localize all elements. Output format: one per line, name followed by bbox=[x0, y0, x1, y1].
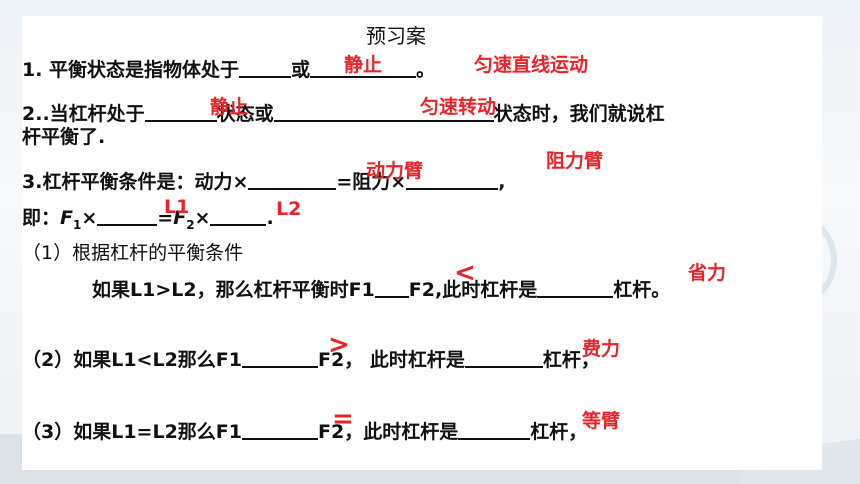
p1-answer-1: < bbox=[454, 258, 476, 288]
part-1-line: 如果L1>L2，那么杠杆平衡时F1 F2,此时杠杆是 杠杆。 bbox=[92, 276, 670, 303]
p3-answer-1: = bbox=[332, 404, 354, 434]
q1-suffix: 。 bbox=[416, 59, 436, 81]
question-1: 1. 平衡状态是指物体处于 或 。 bbox=[22, 56, 435, 83]
q1-blank-1[interactable] bbox=[239, 56, 292, 78]
p2-blank-2[interactable] bbox=[464, 346, 543, 368]
part-2-line: （2）如果L1<L2那么F1 F2， 此时杠杆是 杠杆， bbox=[22, 346, 600, 373]
p2-blank-1[interactable] bbox=[242, 346, 318, 368]
p3-blank-2[interactable] bbox=[458, 418, 531, 440]
p2-answer-2: 费力 bbox=[582, 338, 621, 360]
p1-blank-1[interactable] bbox=[374, 276, 409, 298]
p3-text-a: （3）如果L1=L2那么F1 bbox=[22, 421, 242, 443]
p1-text-c: 杠杆。 bbox=[613, 279, 671, 301]
formula-f1: F bbox=[60, 207, 73, 229]
q3-mid: =阻力× bbox=[336, 171, 407, 193]
formula-blank-1[interactable] bbox=[97, 204, 158, 226]
q2-suffix: 状态时，我们就说杠 bbox=[493, 103, 665, 125]
q3-suffix: , bbox=[498, 171, 506, 193]
q1-mid: 或 bbox=[291, 59, 311, 81]
p2-text-a: （2）如果L1<L2那么F1 bbox=[22, 349, 242, 371]
part-3-line: （3）如果L1=L2那么F1 F2，此时杠杆是 杠杆， bbox=[22, 418, 587, 445]
formula-f2: F bbox=[173, 207, 187, 229]
q3-answer-1: 动力臂 bbox=[366, 160, 424, 182]
q2-prefix: 2..当杠杆处于 bbox=[22, 103, 145, 125]
formula-times-1: × bbox=[81, 207, 98, 229]
q1-blank-2[interactable] bbox=[310, 56, 417, 78]
q1-answer-2: 匀速直线运动 bbox=[474, 54, 589, 76]
q3-prefix: 3.杠杆平衡条件是：动力× bbox=[22, 171, 249, 193]
formula-eq: = bbox=[157, 207, 174, 229]
formula-times-2: × bbox=[194, 207, 211, 229]
part-1-heading: （1）根据杠杆的平衡条件 bbox=[22, 242, 244, 264]
p3-blank-1[interactable] bbox=[242, 418, 318, 440]
q2-blank-1[interactable] bbox=[144, 100, 217, 122]
q3-blank-2[interactable] bbox=[406, 168, 499, 190]
p1-text-a: 如果L1>L2，那么杠杆平衡时F1 bbox=[92, 279, 375, 301]
formula-answer-2: L2 bbox=[276, 198, 302, 220]
q2-blank-2[interactable] bbox=[273, 100, 494, 122]
q2-answer-2: 匀速转动 bbox=[420, 96, 497, 118]
p2-text-b: F2， 此时杠杆是 bbox=[318, 349, 465, 371]
question-2: 2..当杠杆处于 状态或 状态时，我们就说杠 bbox=[22, 100, 665, 127]
formula-answer-1: L1 bbox=[164, 196, 190, 218]
worksheet-card: 预习案 1. 平衡状态是指物体处于 或 。 静止 匀速直线运动 2..当杠杆处于 状态… bbox=[22, 16, 822, 470]
q2-mid: 状态或 bbox=[216, 103, 274, 125]
p2-text-c: 杠杆， bbox=[542, 349, 600, 371]
p1-answer-2: 省力 bbox=[688, 262, 727, 284]
p2-answer-1: > bbox=[328, 330, 350, 360]
p1-blank-2[interactable] bbox=[537, 276, 614, 298]
q1-prefix: 1. 平衡状态是指物体处于 bbox=[22, 59, 240, 81]
formula-line: 即：F1×=F2×. bbox=[22, 204, 274, 238]
p3-answer-2: 等臂 bbox=[582, 410, 621, 432]
p3-text-b: F2，此时杠杆是 bbox=[318, 421, 459, 443]
q2-line-2: 杆平衡了. bbox=[22, 126, 106, 148]
page-title: 预习案 bbox=[366, 24, 426, 48]
formula-sub1: 1 bbox=[73, 217, 82, 232]
q3-answer-2: 阻力臂 bbox=[546, 150, 604, 172]
formula-end: . bbox=[266, 207, 274, 229]
q3-blank-1[interactable] bbox=[248, 168, 337, 190]
p3-text-c: 杠杆， bbox=[530, 421, 588, 443]
question-3: 3.杠杆平衡条件是：动力× =阻力×, bbox=[22, 168, 505, 195]
p1-text-b: F2,此时杠杆是 bbox=[408, 279, 538, 301]
q2-answer-1: 静止 bbox=[210, 96, 249, 118]
formula-sub2: 2 bbox=[186, 217, 195, 232]
formula-blank-2[interactable] bbox=[210, 204, 267, 226]
q1-answer-1: 静止 bbox=[344, 54, 383, 76]
formula-prefix: 即： bbox=[22, 207, 61, 229]
